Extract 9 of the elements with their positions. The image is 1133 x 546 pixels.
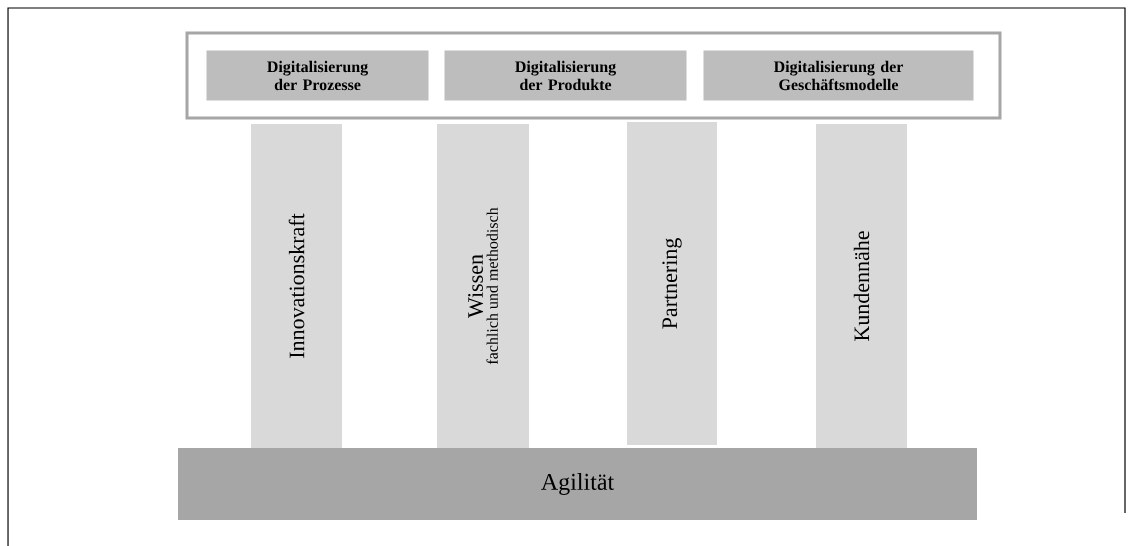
frame-box [185,31,1002,120]
pillar-box: Innovationskraft [251,124,342,448]
heading-box: Digitalisierung der Produkte [444,50,687,101]
heading-box: Digitalisierung der Prozesse [206,50,429,101]
pillar-box: Wissen fachlich und methodisch [437,124,529,448]
foundation-bar: Agilität [178,448,977,520]
heading-box: Digitalisierung der Geschäftsmodelle [703,50,974,101]
pillar-box: Partnering [627,122,717,445]
pillar-box: Kundennähe [816,124,907,448]
